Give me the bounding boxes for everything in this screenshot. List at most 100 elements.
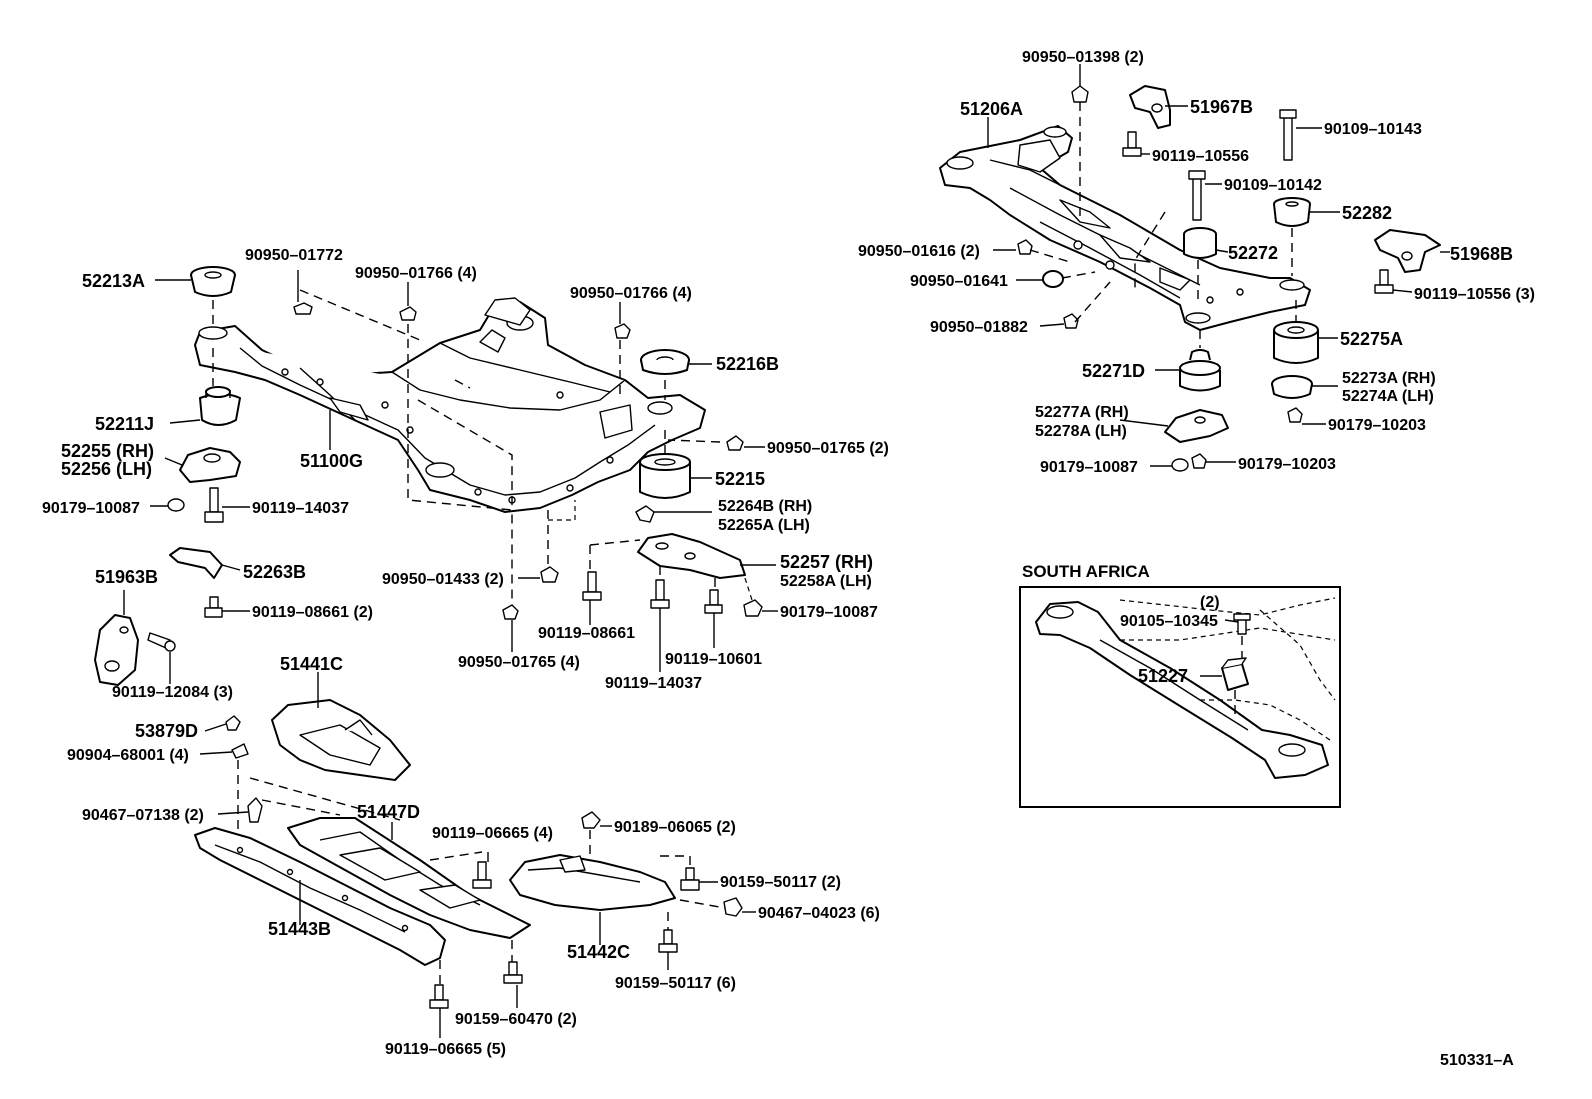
label-52273a: 52273A (RH): [1342, 370, 1436, 387]
stopper-52273a: [1271, 375, 1313, 399]
label-51442c: 51442C: [567, 942, 630, 962]
label-52211j: 52211J: [95, 414, 154, 434]
label-90119-12084: 90119–12084 (3): [112, 684, 233, 701]
label-52215: 52215: [715, 469, 765, 489]
label-90119-08661-b: 90119–08661: [538, 625, 635, 642]
label-90904-68001: 90904–68001 (4): [67, 747, 189, 764]
bushing-52275a: [1273, 321, 1319, 364]
cover-51442c: [509, 854, 676, 911]
label-90179-10087-a: 90179–10087: [42, 500, 140, 517]
label-52258a: 52258A (LH): [780, 573, 872, 590]
fasteners-right: [1017, 85, 1394, 472]
label-90119-06665-a: 90119–06665 (4): [432, 825, 553, 842]
label-90105-10345: 90105–10345: [1120, 613, 1218, 630]
label-90179-10087-c: 90179–10087: [1040, 459, 1138, 476]
label-51206a: 51206A: [960, 99, 1023, 119]
inset-title: SOUTH AFRICA: [1022, 562, 1150, 581]
label-51968b: 51968B: [1450, 244, 1513, 264]
label-52216b: 52216B: [716, 354, 779, 374]
label-90179-10087-b: 90179–10087: [780, 604, 878, 621]
dashed-guides-left: [212, 289, 753, 605]
label-90119-10556-b: 90119–10556 (3): [1414, 286, 1535, 303]
label-90159-50117-b: 90159–50117 (6): [615, 975, 736, 992]
bushing-52211j: [199, 386, 241, 426]
label-51447d: 51447D: [357, 802, 420, 822]
label-52256: 52256 (LH): [61, 459, 152, 479]
label-52255: 52255 (RH): [61, 441, 154, 461]
label-52274a: 52274A (LH): [1342, 388, 1434, 405]
bushing-52215: [639, 453, 691, 499]
mount-52216b: [640, 349, 690, 375]
label-51443b: 51443B: [268, 919, 331, 939]
label-90950-01433: 90950–01433 (2): [382, 571, 504, 588]
label-90950-01772: 90950–01772: [245, 247, 343, 264]
label-52272: 52272: [1228, 243, 1278, 263]
front-crossmember-51100g: [194, 297, 706, 513]
label-52275a: 52275A: [1340, 329, 1403, 349]
mount-52213a: [190, 266, 236, 297]
south-africa-inset: [1019, 586, 1341, 808]
label-53879d: 53879D: [135, 721, 198, 741]
label-90119-08661-a: 90119–08661 (2): [252, 604, 373, 621]
bushing-52271d: [1179, 349, 1221, 392]
label-51963b: 51963B: [95, 567, 158, 587]
leader-lines-left: [123, 270, 778, 684]
label-90189-06065: 90189–06065 (2): [614, 819, 736, 836]
cover-51447d: [287, 817, 531, 939]
label-51227: 51227: [1138, 666, 1188, 686]
dashed-guides-lower: [237, 760, 726, 985]
figure-code: 510331–A: [1440, 1052, 1514, 1069]
label-52278a: 52278A (LH): [1035, 423, 1127, 440]
label-90119-10601: 90119–10601: [665, 651, 762, 668]
label-52213a: 52213A: [82, 271, 145, 291]
bracket-52263b: [169, 547, 223, 579]
label-90950-01641: 90950–01641: [910, 273, 1008, 290]
label-90950-01882: 90950–01882: [930, 319, 1028, 336]
cover-51441c: [271, 699, 411, 781]
label-52257: 52257 (RH): [780, 552, 873, 572]
bushing-52282: [1273, 197, 1311, 227]
leader-lines-right: [987, 64, 1450, 467]
label-90467-04023: 90467–04023 (6): [758, 905, 880, 922]
label-90119-06665-b: 90119–06665 (5): [385, 1041, 506, 1058]
fasteners-left: [147, 302, 763, 652]
dashed-guides-right: [1029, 102, 1297, 348]
label-90119-10556-a: 90119–10556: [1152, 148, 1249, 165]
fasteners-lower: [225, 715, 743, 1009]
label-90950-01766-a: 90950–01766 (4): [355, 265, 477, 282]
label-51441c: 51441C: [280, 654, 343, 674]
label-90159-50117-a: 90159–50117 (2): [720, 874, 841, 891]
label-90119-14037-a: 90119–14037: [252, 500, 349, 517]
stopper-52257: [637, 533, 746, 579]
rear-crossmember-51206a: [939, 125, 1311, 331]
label-90159-60470: 90159–60470 (2): [455, 1011, 577, 1028]
label-90950-01616: 90950–01616 (2): [858, 243, 980, 260]
label-51100g: 51100G: [300, 451, 363, 471]
label-90950-01765-a: 90950–01765 (2): [767, 440, 889, 457]
label-90119-14037-b: 90119–14037: [605, 675, 702, 692]
label-90179-10203-b: 90179–10203: [1238, 456, 1336, 473]
bushing-52272: [1183, 227, 1217, 259]
bracket-51963b: [94, 614, 139, 686]
label-90950-01398: 90950–01398 (2): [1022, 49, 1144, 66]
stopper-52255: [179, 447, 241, 483]
label-90950-01765-b: 90950–01765 (4): [458, 654, 580, 671]
bracket-51968b: [1374, 229, 1441, 273]
part-labels: 52213A 90950–01772 90950–01766 (4) 90950…: [42, 49, 1535, 1069]
bracket-51967b: [1129, 85, 1171, 129]
stopper-52277a: [1164, 409, 1229, 443]
label-52265a: 52265A (LH): [718, 517, 810, 534]
label-52263b: 52263B: [243, 562, 306, 582]
label-52264b: 52264B (RH): [718, 498, 812, 515]
label-51967b: 51967B: [1190, 97, 1253, 117]
label-90109-10143: 90109–10143: [1324, 121, 1422, 138]
label-52271d: 52271D: [1082, 361, 1145, 381]
label-90109-10142: 90109–10142: [1224, 177, 1322, 194]
leader-lines-lower: [199, 672, 756, 1038]
label-52277a: 52277A (RH): [1035, 404, 1129, 421]
label-90950-01766-b: 90950–01766 (4): [570, 285, 692, 302]
label-90179-10203-a: 90179–10203: [1328, 417, 1426, 434]
label-52282: 52282: [1342, 203, 1392, 223]
cover-51443b: [194, 827, 446, 966]
